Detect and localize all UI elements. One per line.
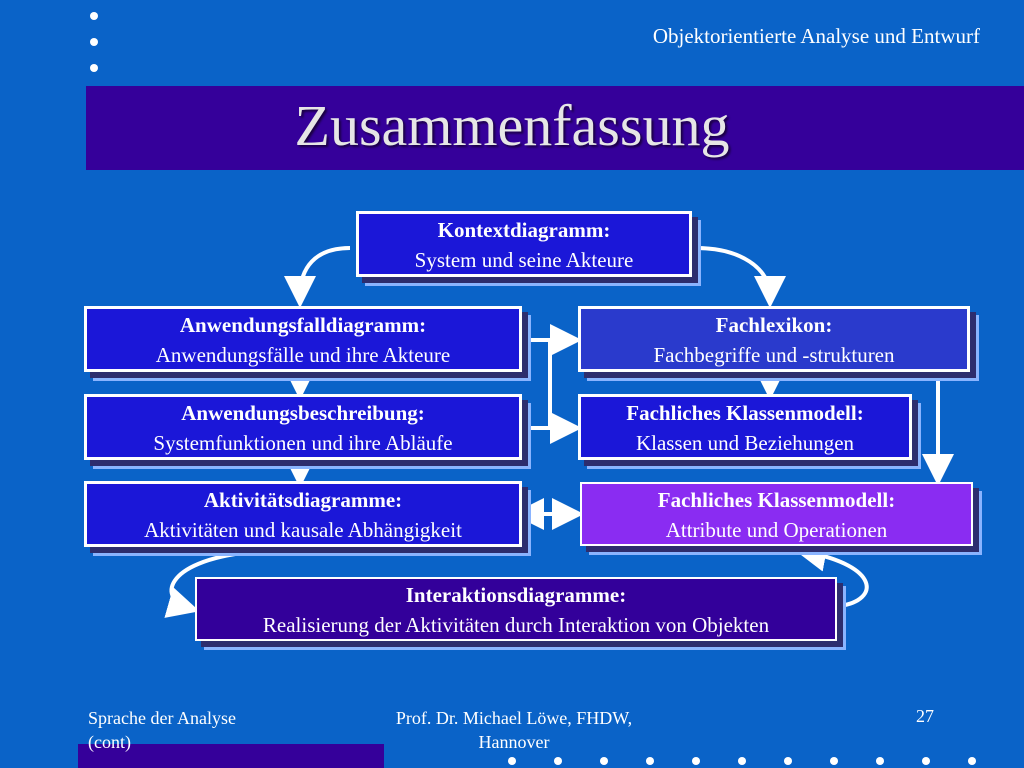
- box-fachlexikon: Fachlexikon: Fachbegriffe und -strukture…: [578, 306, 970, 372]
- decor-dot: [692, 757, 700, 765]
- footer-author: Prof. Dr. Michael Löwe, FHDW, Hannover: [374, 706, 654, 754]
- footer-section-line2: (cont): [88, 732, 131, 752]
- arrow-kontext-fachlexikon: [695, 246, 786, 308]
- title-bar: [86, 86, 1024, 170]
- arrow-aktivitaet-interaktion: [164, 550, 251, 618]
- decor-dot: [646, 757, 654, 765]
- decor-dot: [90, 12, 98, 20]
- arrow-interaktion-klassenmodell2: [794, 540, 869, 608]
- box-kontextdiagramm: Kontextdiagramm: System und seine Akteur…: [356, 211, 692, 277]
- footer-author-line1: Prof. Dr. Michael Löwe, FHDW,: [395, 708, 633, 728]
- decor-dot: [554, 757, 562, 765]
- box-title: Fachliches Klassenmodell:: [626, 401, 864, 425]
- decor-dot: [876, 757, 884, 765]
- decor-dot: [830, 757, 838, 765]
- footer-bar: [78, 744, 384, 768]
- footer-author-line2: Hannover: [478, 732, 550, 752]
- decor-dot: [784, 757, 792, 765]
- box-subtitle: Realisierung der Aktivitäten durch Inter…: [262, 613, 770, 637]
- slide-title: Zusammenfassung: [294, 93, 730, 158]
- box-subtitle: Aktivitäten und kausale Abhängigkeit: [144, 518, 462, 542]
- box-interaktionsdiagramme: Interaktionsdiagramme: Realisierung der …: [195, 577, 837, 641]
- decor-dot: [738, 757, 746, 765]
- box-subtitle: Anwendungsfälle und ihre Akteure: [155, 343, 451, 367]
- box-title: Kontextdiagramm:: [437, 218, 611, 242]
- decor-dot: [90, 64, 98, 72]
- box-anwendungsbeschreibung: Anwendungsbeschreibung: Systemfunktionen…: [84, 394, 522, 460]
- box-subtitle: System und seine Akteure: [414, 248, 634, 272]
- box-anwendungsfalldiagramm: Anwendungsfalldiagramm: Anwendungsfälle …: [84, 306, 522, 372]
- decor-dot: [968, 757, 976, 765]
- box-title: Fachlexikon:: [715, 313, 833, 337]
- arrow-kontext-anwendungsfall: [284, 246, 351, 308]
- box-fachliches-klassenmodell-1: Fachliches Klassenmodell: Klassen und Be…: [578, 394, 912, 460]
- box-subtitle: Attribute und Operationen: [665, 518, 888, 542]
- page-number: 27: [916, 706, 934, 726]
- decor-dot: [90, 38, 98, 46]
- box-title: Anwendungsbeschreibung:: [181, 401, 425, 425]
- footer-section: Sprache der Analyse (cont): [88, 706, 236, 754]
- decor-dot: [600, 757, 608, 765]
- box-subtitle: Systemfunktionen und ihre Abläufe: [153, 431, 453, 455]
- box-title: Interaktionsdiagramme:: [405, 583, 627, 607]
- course-title: Objektorientierte Analyse und Entwurf: [652, 24, 980, 48]
- box-subtitle: Klassen und Beziehungen: [635, 431, 855, 455]
- connector-anwendung: [528, 338, 552, 430]
- footer-section-line1: Sprache der Analyse: [88, 708, 236, 728]
- box-subtitle: Fachbegriffe und -strukturen: [653, 343, 895, 367]
- decor-dot: [508, 757, 516, 765]
- box-title: Anwendungsfalldiagramm:: [179, 313, 427, 337]
- box-title: Fachliches Klassenmodell:: [657, 488, 896, 512]
- decor-dot: [922, 757, 930, 765]
- box-fachliches-klassenmodell-2: Fachliches Klassenmodell: Attribute und …: [580, 482, 973, 546]
- box-aktivitaetsdiagramme: Aktivitätsdiagramme: Aktivitäten und kau…: [84, 481, 522, 547]
- box-title: Aktivitätsdiagramme:: [203, 488, 403, 512]
